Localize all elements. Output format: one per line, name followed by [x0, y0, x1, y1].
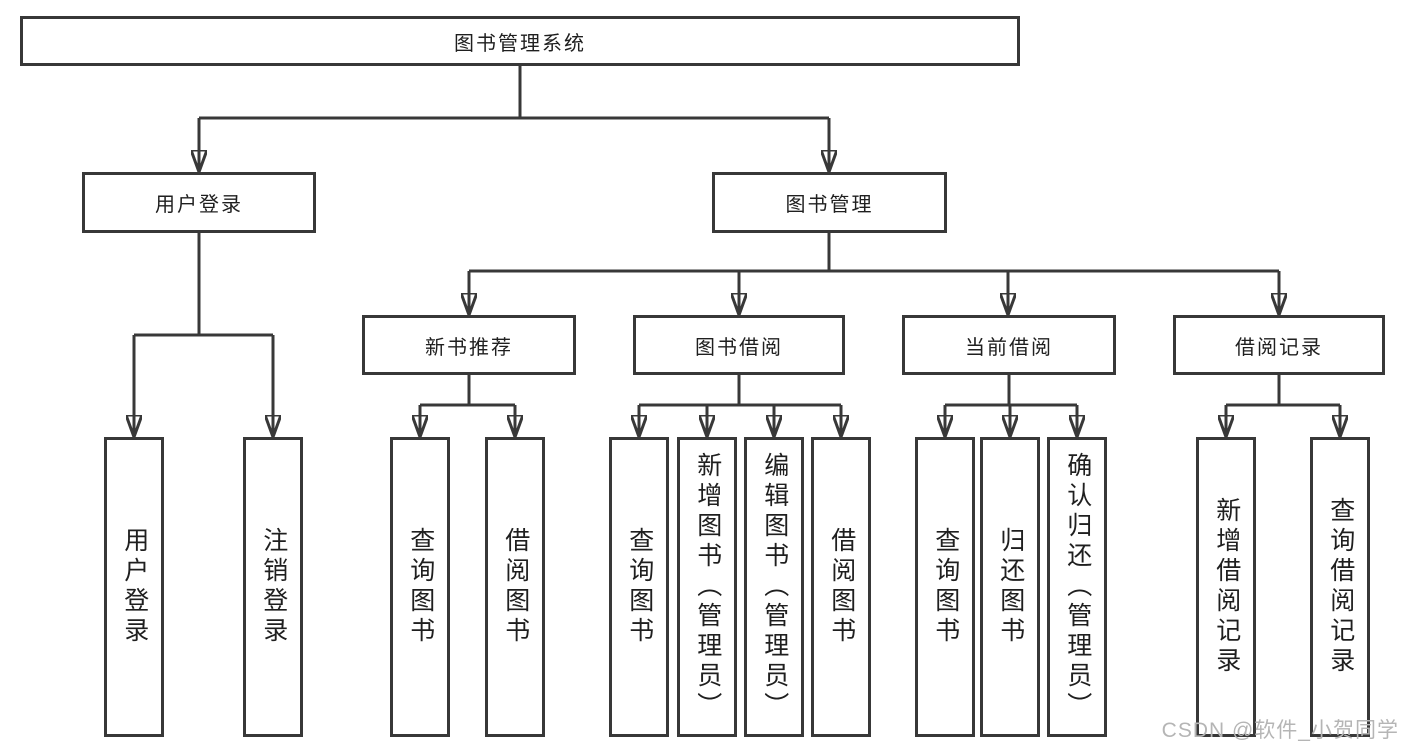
node-book-borrow: 图书借阅	[633, 315, 845, 375]
leaf-label: 归还图书	[996, 527, 1025, 647]
leaf-label: 借阅图书	[827, 527, 856, 647]
leaf-label: 编辑图书（管理员）	[760, 452, 789, 722]
leaf-label: 查询图书	[931, 527, 960, 647]
connector-book-mgmt-to-level3	[469, 233, 1279, 315]
node-label: 新书推荐	[425, 336, 513, 359]
node-label: 借阅记录	[1235, 336, 1323, 359]
leaf-bb-add-books-admin: 新增图书（管理员）	[677, 437, 737, 737]
node-system-root: 图书管理系统	[20, 16, 1020, 66]
leaf-label: 查询图书	[625, 527, 654, 647]
node-borrow-records: 借阅记录	[1173, 315, 1385, 375]
leaf-label: 借阅图书	[501, 527, 530, 647]
leaf-cur-return-books: 归还图书	[980, 437, 1040, 737]
node-book-mgmt: 图书管理	[712, 172, 947, 233]
node-new-book-rec: 新书推荐	[362, 315, 576, 375]
node-label: 图书管理	[785, 194, 874, 216]
leaf-label: 确认归还（管理员）	[1063, 452, 1092, 722]
connector-current-borrow-to-leaves	[945, 375, 1077, 437]
leaf-logout: 注销登录	[243, 437, 303, 737]
leaf-cur-confirm-return-admin: 确认归还（管理员）	[1047, 437, 1107, 737]
csdn-watermark: CSDN @软件_小贺同学	[1161, 719, 1399, 742]
leaf-bb-borrow-books: 借阅图书	[811, 437, 871, 737]
leaf-user-login: 用户登录	[104, 437, 164, 737]
leaf-label: 注销登录	[259, 527, 288, 647]
leaf-bb-query-books: 查询图书	[609, 437, 669, 737]
leaf-label: 查询图书	[406, 527, 435, 647]
leaf-cur-query-books: 查询图书	[915, 437, 975, 737]
leaf-rec-borrow-books: 借阅图书	[485, 437, 545, 737]
node-current-borrow: 当前借阅	[902, 315, 1116, 375]
leaf-rec-query-books: 查询图书	[390, 437, 450, 737]
leaf-rc-add-record: 新增借阅记录	[1196, 437, 1256, 737]
leaf-label: 用户登录	[120, 527, 149, 647]
leaf-bb-edit-books-admin: 编辑图书（管理员）	[744, 437, 804, 737]
node-label: 用户登录	[155, 194, 243, 216]
node-user-login: 用户登录	[82, 172, 316, 233]
connector-root-to-level2	[199, 66, 829, 172]
node-label: 当前借阅	[965, 336, 1053, 359]
connector-borrow-records-to-leaves	[1226, 375, 1340, 437]
leaf-label: 新增图书（管理员）	[693, 452, 722, 722]
node-label: 图书借阅	[695, 336, 783, 359]
connector-new-book-rec-to-leaves	[420, 375, 515, 437]
node-label: 图书管理系统	[454, 32, 586, 55]
leaf-label: 查询借阅记录	[1326, 497, 1355, 677]
connector-book-borrow-to-leaves	[639, 375, 841, 437]
connector-user-login-to-leaves	[134, 233, 273, 437]
leaf-label: 新增借阅记录	[1212, 497, 1241, 677]
leaf-rc-query-record: 查询借阅记录	[1310, 437, 1370, 737]
